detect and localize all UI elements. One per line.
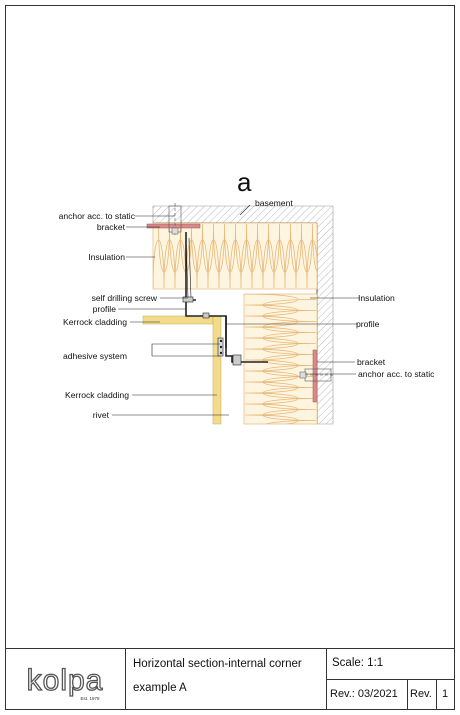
bracket-right	[299, 349, 334, 403]
bracket-top	[146, 203, 201, 235]
label-bracket-top: bracket	[97, 222, 126, 232]
section-letter: a	[237, 167, 252, 197]
label-adhesive-system: adhesive system	[63, 351, 127, 361]
title-block	[5, 648, 455, 710]
revision-label: Rev.	[410, 688, 432, 700]
logo-text: kolpa	[27, 664, 104, 697]
kolpa-logo: kolpa Est. 1978	[26, 663, 104, 701]
label-basement: basement	[255, 198, 293, 208]
revision-number: 1	[442, 688, 449, 700]
label-kerrock-cladding-bottom: Kerrock cladding	[65, 390, 129, 400]
label-anchor-right: anchor acc. to static	[358, 369, 435, 379]
rev-date-label: Rev.:	[330, 688, 355, 700]
callout-labels: basement anchor acc. to static bracket I…	[59, 198, 436, 420]
label-rivet: rivet	[93, 410, 110, 420]
leader-lines	[112, 204, 360, 416]
label-profile-left: profile	[93, 304, 117, 314]
sheet-border	[5, 5, 455, 710]
logo-est: Est. 1978	[80, 696, 100, 701]
label-insulation-right: Insulation	[358, 293, 395, 303]
fasteners	[182, 296, 242, 366]
label-kerrock-cladding-top: Kerrock cladding	[63, 317, 127, 327]
label-anchor-top: anchor acc. to static	[59, 211, 136, 221]
insulation-right	[243, 293, 318, 425]
drawing-title-line1: Horizontal section-internal corner	[133, 658, 302, 670]
insulation-top	[152, 222, 318, 290]
scale-label: Scale:	[332, 657, 364, 669]
rev-date-value: 03/2021	[357, 688, 398, 700]
label-profile-right: profile	[356, 319, 380, 329]
drawing-title-line2: example A	[133, 682, 187, 694]
label-bracket-right: bracket	[357, 357, 386, 367]
label-self-drilling-screw: self drilling screw	[92, 293, 158, 303]
label-insulation-left: Insulation	[88, 252, 125, 262]
scale-field: Scale: 1:1	[332, 657, 383, 669]
revision-date-field: Rev.: 03/2021	[330, 688, 398, 700]
kerrock-cladding	[142, 315, 222, 425]
scale-value: 1:1	[367, 657, 384, 669]
